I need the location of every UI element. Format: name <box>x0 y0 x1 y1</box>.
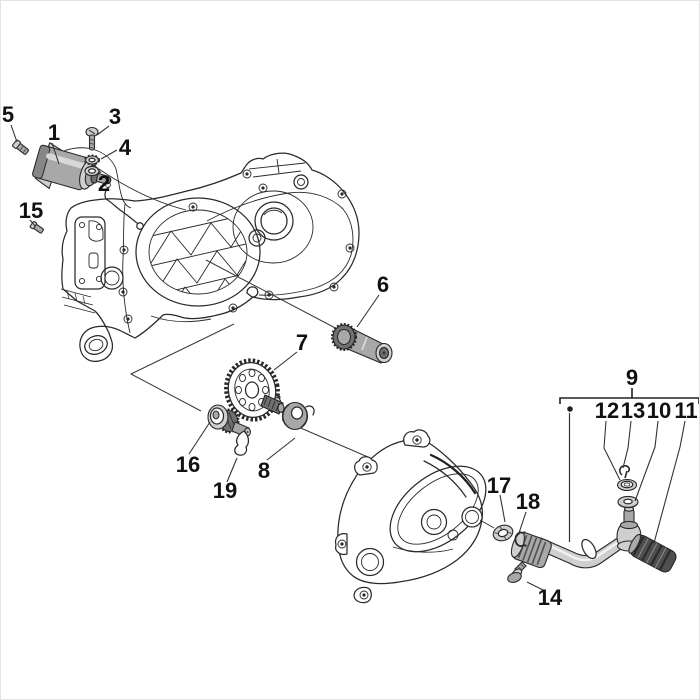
callout-14: 14 <box>538 585 563 610</box>
leader-line-2 <box>96 167 102 174</box>
cylinder-face-plate <box>74 216 106 290</box>
leader-line-19 <box>226 457 238 483</box>
leader-line-10 <box>634 420 659 502</box>
washer-4 <box>84 154 100 166</box>
transmission-cover <box>334 429 495 604</box>
washer-12 <box>616 478 638 492</box>
leader-line-17 <box>499 494 506 523</box>
case-split-bolts <box>118 245 133 324</box>
callout-5: 5 <box>2 102 14 127</box>
callout-11: 11 <box>674 398 697 423</box>
clip-19 <box>234 430 250 456</box>
starter-pinion <box>207 404 251 438</box>
lever-splined-boss <box>510 531 552 569</box>
lever-collar <box>581 538 597 560</box>
cover-pulley-ring <box>420 508 448 536</box>
leader-line-7 <box>273 351 298 371</box>
boss-to-washer-line <box>479 519 495 529</box>
pedal-rubber <box>628 533 677 573</box>
callout-6: 6 <box>377 272 389 297</box>
case-bell-housing <box>232 190 314 264</box>
callout-16: 16 <box>176 452 200 477</box>
leader-line-14 <box>526 581 546 592</box>
cable-clamp-15 <box>29 182 144 234</box>
callout-1: 1 <box>48 120 60 145</box>
case-gasket-line <box>206 191 354 296</box>
cover-crank-hole-inner <box>361 553 379 571</box>
case-split-line <box>122 203 131 334</box>
starter-cable-2 <box>98 168 187 211</box>
cover-tab-top <box>403 429 431 448</box>
gear7-knurled-sleeve <box>260 394 285 415</box>
leader-line-4 <box>100 149 118 160</box>
leader-line-12 <box>603 420 621 481</box>
bolt-5 <box>12 139 29 155</box>
leader-line-13 <box>622 420 632 469</box>
case-bottom-line <box>150 315 212 323</box>
group-9-dot <box>567 406 573 412</box>
case-perimeter-bolts <box>188 189 355 313</box>
leader-line-8 <box>266 437 296 461</box>
callout-3: 3 <box>109 104 121 129</box>
case-foot-hole <box>84 335 108 355</box>
clip-13 <box>619 465 631 479</box>
case-saddle <box>242 158 309 193</box>
cover-crank-hole <box>355 547 385 577</box>
starter-idle-gear <box>331 323 393 364</box>
circlip-18 <box>514 531 527 548</box>
callout-9: 9 <box>626 365 638 390</box>
screw-3 <box>85 126 99 151</box>
group-9-bracket <box>559 388 699 542</box>
callout-12: 12 <box>595 398 619 423</box>
callout-13: 13 <box>621 398 645 423</box>
assembly-line-pinion <box>130 323 235 412</box>
leader-line-1 <box>51 142 60 165</box>
washer-17 <box>492 524 514 542</box>
cover-outline <box>337 433 484 585</box>
cover-tab-upper-left <box>354 456 378 476</box>
leader-line-6 <box>356 294 380 328</box>
bolt-14 <box>507 561 527 583</box>
crank-bearing-inner <box>104 270 120 286</box>
leader-line-18 <box>518 511 527 534</box>
callout-8: 8 <box>258 458 270 483</box>
callout-10: 10 <box>647 398 671 423</box>
crankcase <box>60 152 360 363</box>
callout-2: 2 <box>98 171 110 196</box>
callout-7: 7 <box>296 330 308 355</box>
case-foot-hole-inner <box>88 338 104 352</box>
callout-4: 4 <box>119 135 132 160</box>
spring-tail <box>305 405 315 416</box>
leader-line-11 <box>653 420 686 544</box>
leader-line-15 <box>29 219 36 227</box>
callout-18: 18 <box>516 489 540 514</box>
cover-pulley-inner <box>426 514 442 530</box>
cover-small-circle <box>447 529 459 541</box>
cover-kick-shaft-boss <box>461 506 483 528</box>
kick-start-lever <box>492 465 677 583</box>
gear7-center-hole <box>244 381 260 399</box>
callout-15: 15 <box>19 198 43 223</box>
callout-19: 19 <box>213 478 237 503</box>
leader-line-5 <box>10 124 18 143</box>
case-fins <box>60 288 96 314</box>
clutch-spring <box>281 401 315 431</box>
cover-tab-bottom <box>353 586 372 604</box>
cover-tab-left <box>334 532 348 556</box>
washer-10 <box>617 495 639 509</box>
assembly-line-gear6 <box>205 259 342 332</box>
case-bottom-tab <box>246 286 259 298</box>
leader-line-16 <box>188 421 211 455</box>
starter-gear-wheel <box>224 358 285 422</box>
callout-17: 17 <box>487 473 511 498</box>
leader-line-3 <box>96 125 110 136</box>
